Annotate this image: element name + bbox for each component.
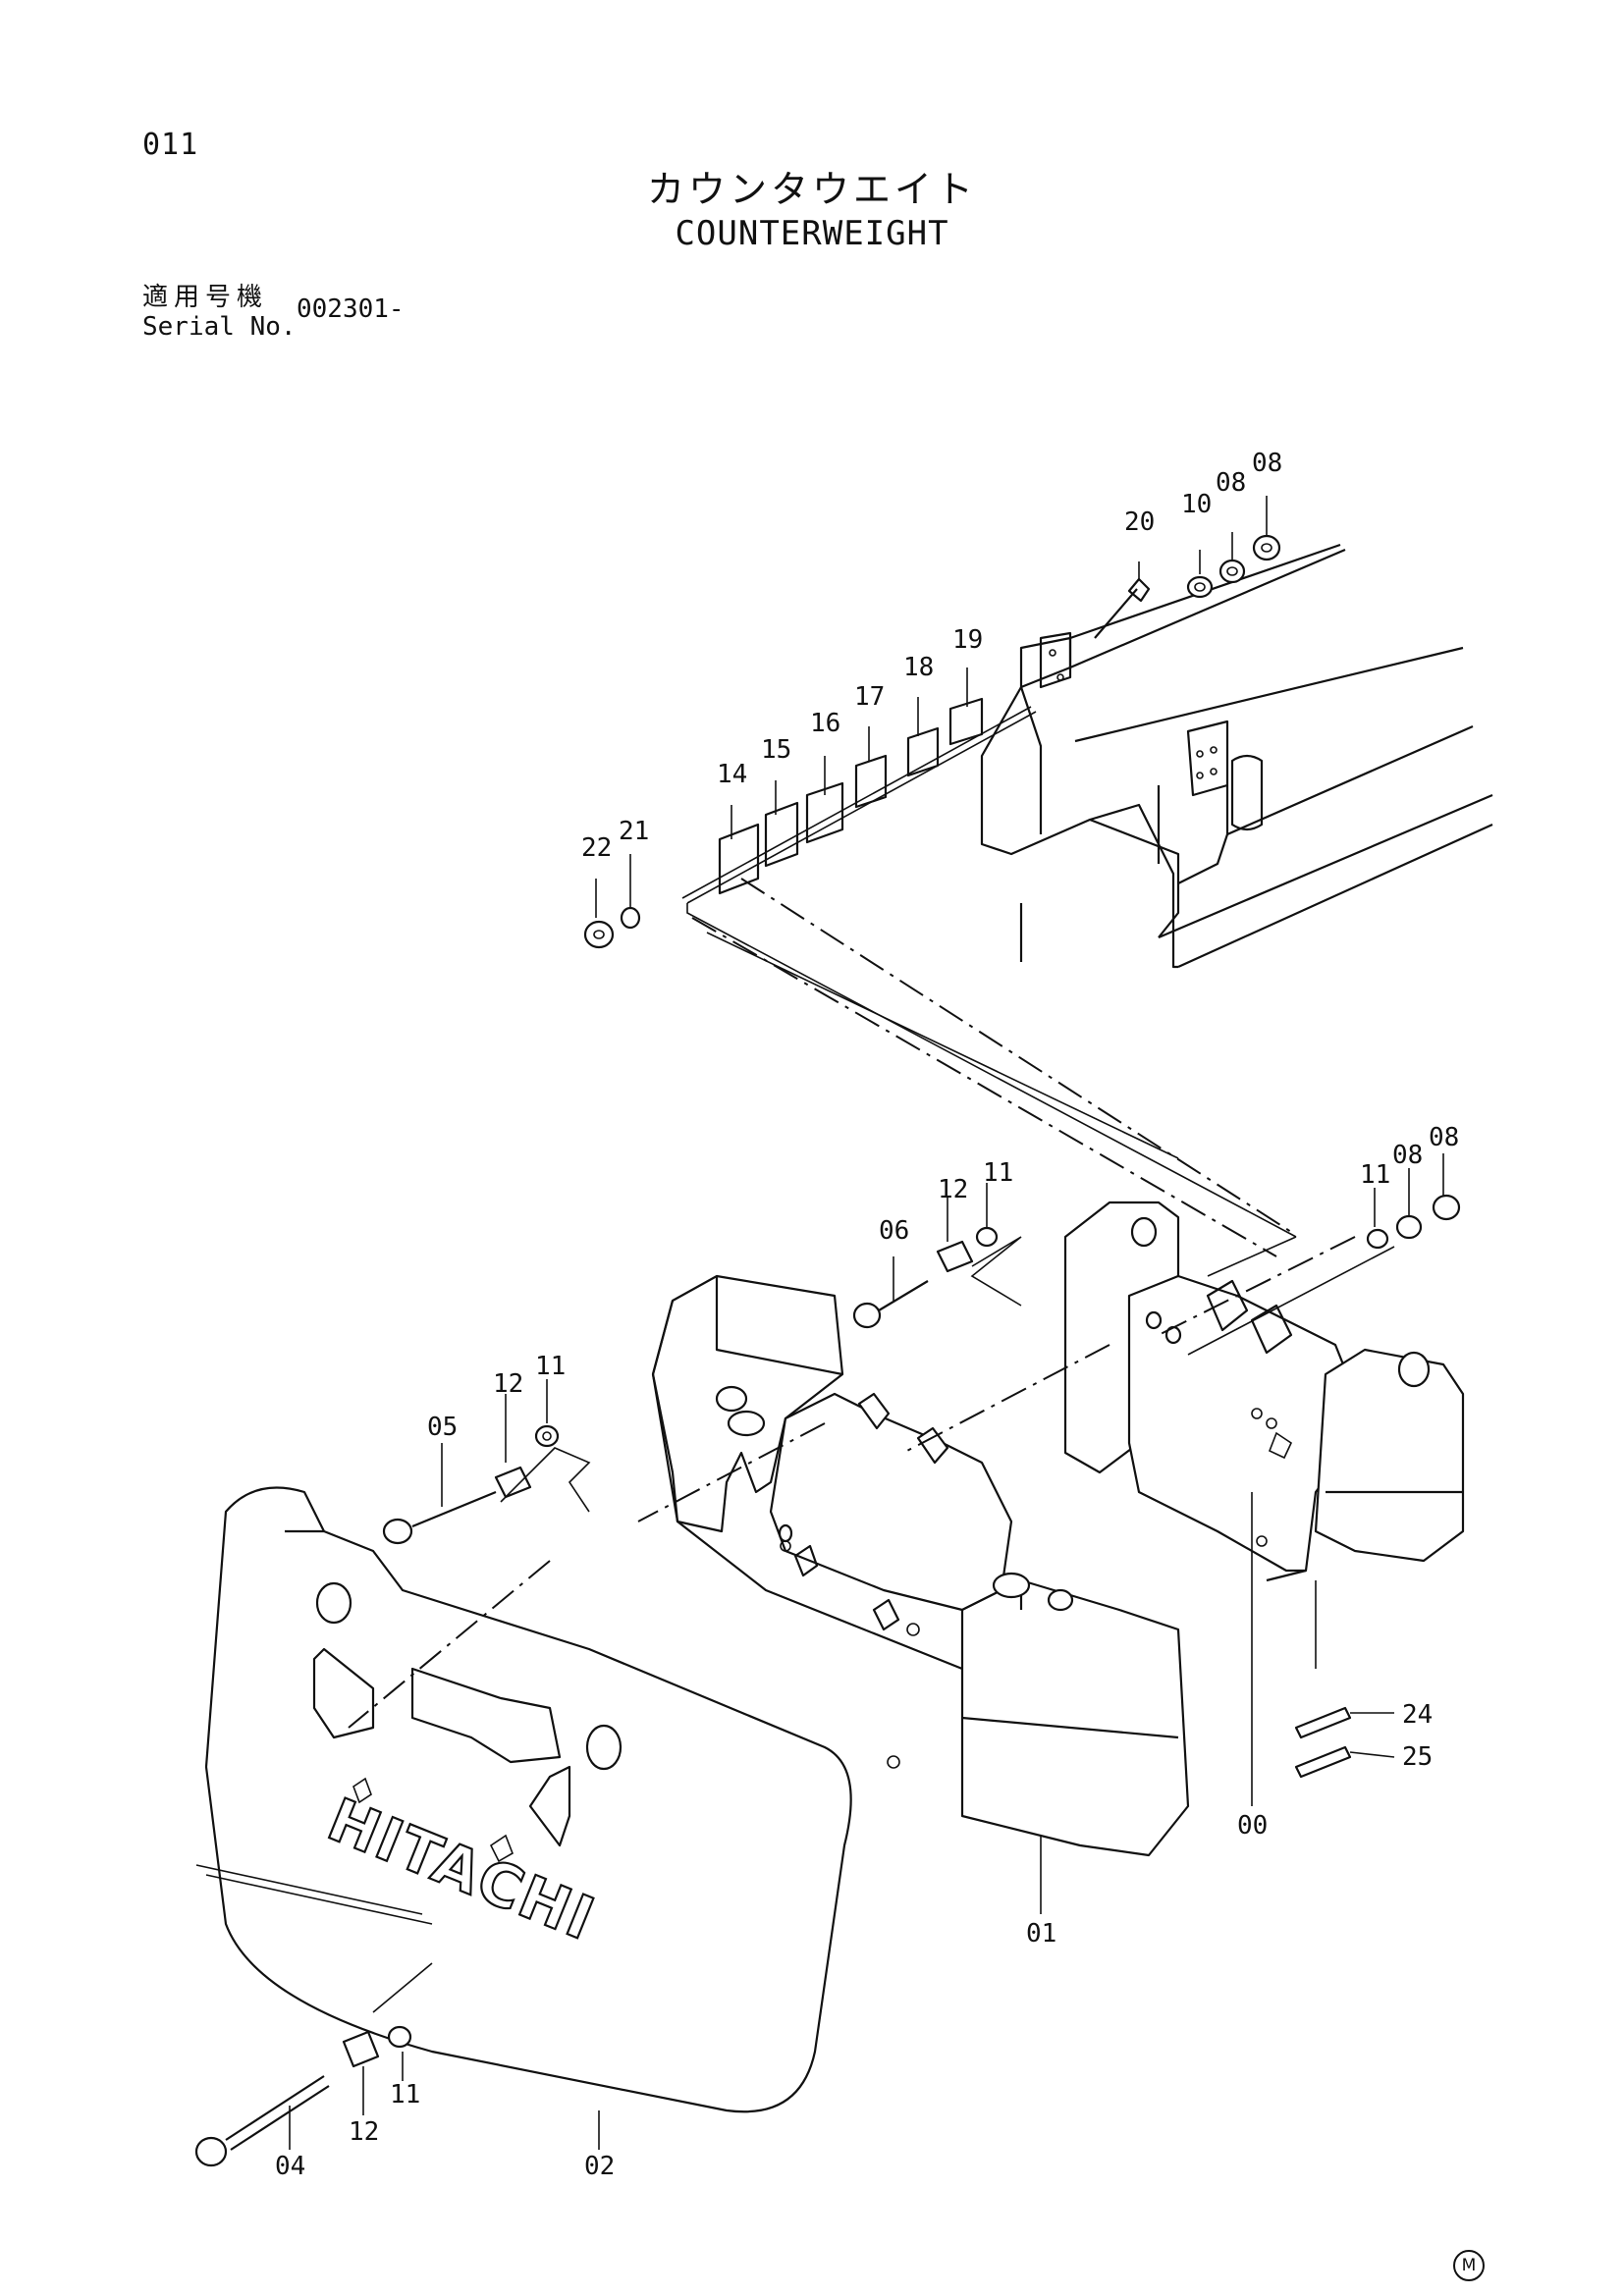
callout-12-mid: 12 bbox=[938, 1175, 968, 1204]
callout-16: 16 bbox=[810, 709, 840, 738]
counterweight-01 bbox=[651, 1274, 1190, 1857]
callout-labels: 20 10 08 08 19 18 17 16 15 14 21 22 11 1… bbox=[275, 449, 1459, 2181]
shim-25 bbox=[1294, 1745, 1352, 1779]
serial-number-value: 002301- bbox=[297, 294, 405, 324]
callout-14: 14 bbox=[717, 760, 747, 789]
callout-12-left: 12 bbox=[493, 1369, 523, 1399]
placement-lines bbox=[195, 1236, 1395, 2013]
nut-08-top-a bbox=[1218, 559, 1246, 584]
title-japanese: カウンタウエイト bbox=[646, 168, 977, 211]
washer-11-bottom bbox=[387, 2025, 412, 2049]
callout-08-right-b: 08 bbox=[1429, 1123, 1459, 1152]
nut-08-top-b bbox=[1252, 534, 1281, 561]
callout-24: 24 bbox=[1402, 1700, 1433, 1730]
callout-15: 15 bbox=[761, 735, 791, 765]
leader-lines bbox=[686, 878, 1297, 1277]
callout-11-mid: 11 bbox=[983, 1158, 1013, 1188]
callout-20: 20 bbox=[1124, 507, 1155, 537]
callout-08-right-a: 08 bbox=[1392, 1141, 1423, 1170]
washer-21 bbox=[620, 906, 641, 930]
nut-08-right-b bbox=[1432, 1194, 1461, 1221]
callout-11-left: 11 bbox=[535, 1352, 566, 1381]
callout-25: 25 bbox=[1402, 1742, 1433, 1772]
callout-01: 01 bbox=[1026, 1919, 1056, 1949]
callout-18: 18 bbox=[903, 653, 934, 682]
serial-label-japanese: 適用号機 bbox=[142, 283, 269, 312]
callout-11-right: 11 bbox=[1360, 1160, 1390, 1190]
callout-22: 22 bbox=[581, 833, 612, 863]
callout-12-bottom: 12 bbox=[349, 2117, 379, 2147]
washer-11-right bbox=[1366, 1228, 1389, 1250]
callout-04: 04 bbox=[275, 2152, 305, 2181]
callout-08-top-b: 08 bbox=[1252, 449, 1282, 478]
page-number: 011 bbox=[142, 128, 199, 162]
title-english: COUNTERWEIGHT bbox=[675, 214, 949, 253]
callout-02: 02 bbox=[584, 2152, 615, 2181]
serial-label-english: Serial No. bbox=[142, 312, 297, 342]
upper-frame bbox=[980, 543, 1493, 969]
nut-08-right-a bbox=[1395, 1214, 1423, 1240]
clip-12-mid bbox=[936, 1240, 974, 1273]
callout-05: 05 bbox=[427, 1413, 458, 1442]
callout-06: 06 bbox=[879, 1216, 909, 1246]
washer-11-mid bbox=[975, 1226, 999, 1248]
callout-17: 17 bbox=[854, 682, 885, 712]
washer-11-left bbox=[534, 1424, 560, 1448]
washer-10 bbox=[1186, 575, 1214, 599]
callout-00: 00 bbox=[1237, 1811, 1268, 1841]
clip-12-left bbox=[494, 1466, 532, 1499]
bolt-04 bbox=[194, 2075, 330, 2167]
callout-10: 10 bbox=[1181, 490, 1212, 519]
shim-24 bbox=[1294, 1706, 1352, 1739]
callout-leaders bbox=[289, 496, 1444, 2150]
shim-plates bbox=[681, 697, 1037, 904]
bolt-05 bbox=[382, 1490, 497, 1545]
bolt-06 bbox=[852, 1280, 929, 1329]
callout-08-top-a: 08 bbox=[1216, 468, 1246, 498]
clip-12-bottom bbox=[342, 2030, 380, 2068]
callout-19: 19 bbox=[952, 625, 983, 655]
counterweight-00 bbox=[1063, 1201, 1465, 1582]
callout-11-bottom: 11 bbox=[390, 2080, 420, 2109]
callout-21: 21 bbox=[619, 817, 649, 846]
counterweight-02: HITACHI bbox=[204, 1486, 852, 2113]
bolt-20 bbox=[1094, 577, 1151, 639]
nut-22 bbox=[583, 920, 615, 949]
manufacturer-mark: M bbox=[1453, 2250, 1485, 2281]
